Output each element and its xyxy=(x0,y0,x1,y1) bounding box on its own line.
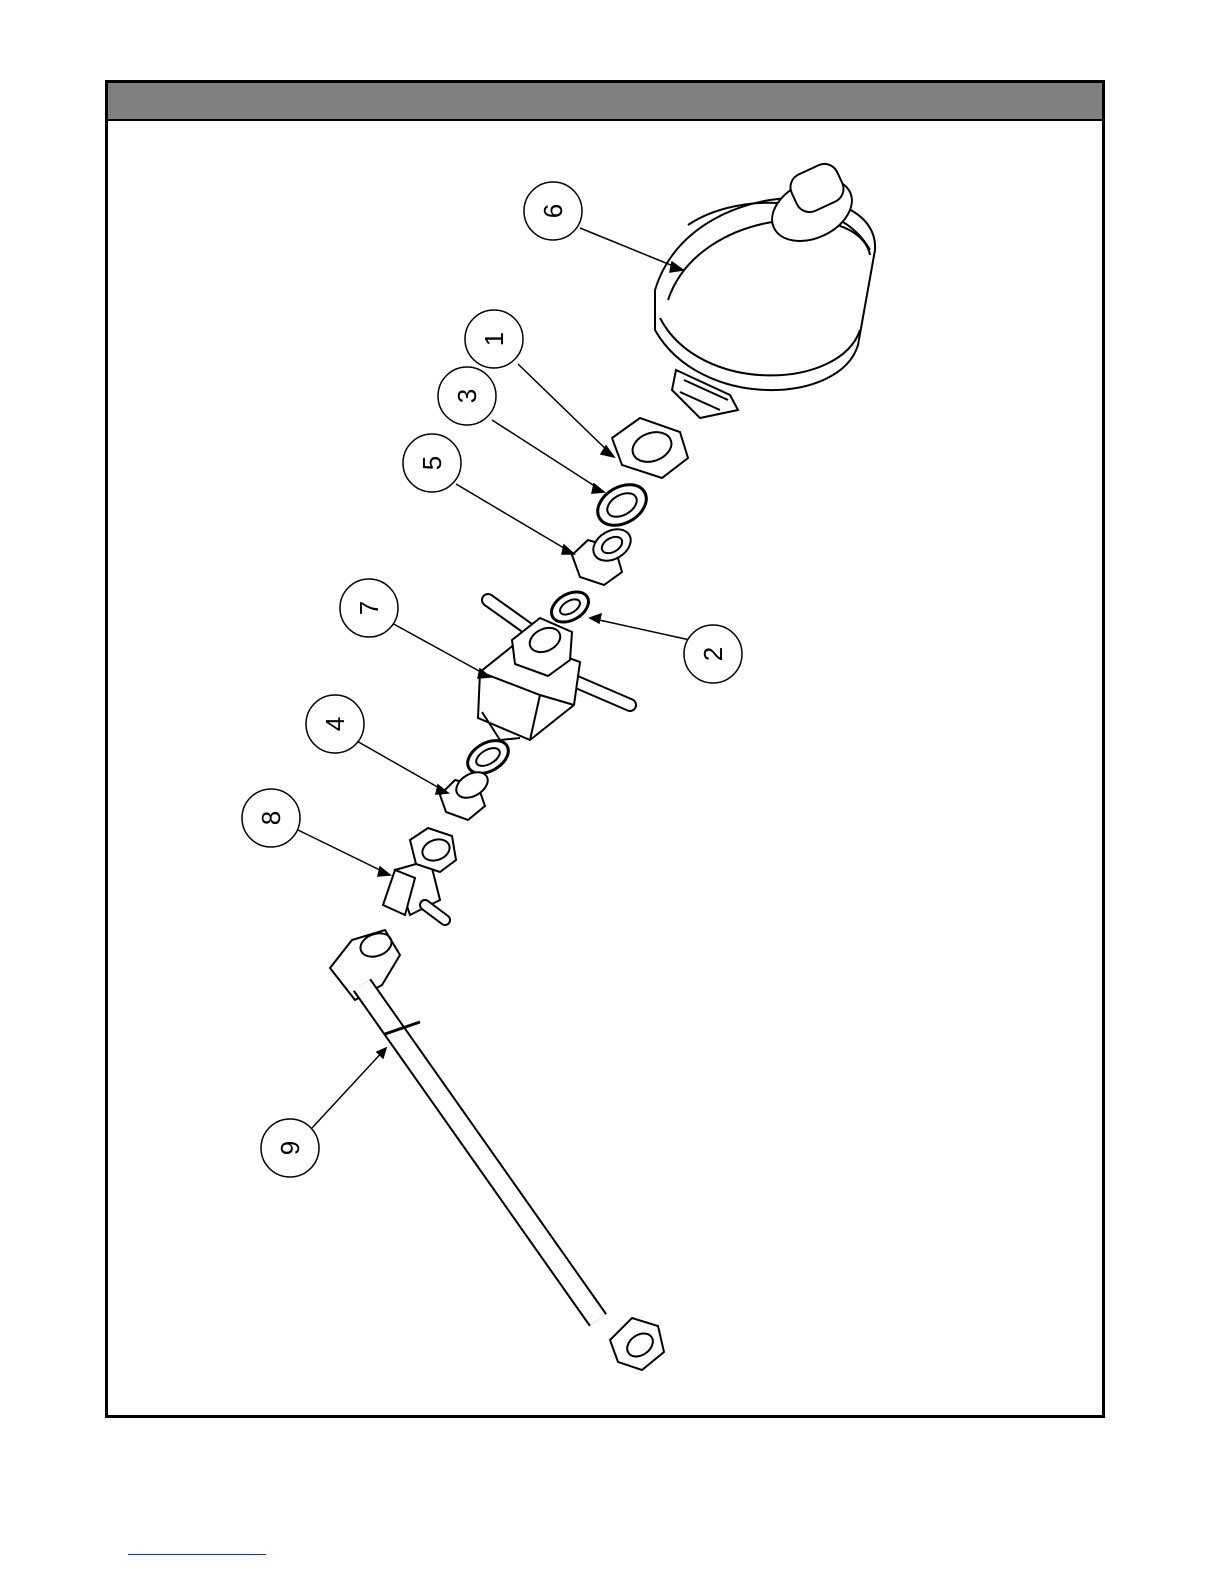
leader-9 xyxy=(312,1048,386,1128)
leader-8 xyxy=(298,830,390,875)
footer-link-underline[interactable] xyxy=(128,1554,266,1555)
leader-2 xyxy=(590,618,690,640)
callout-5-label: 5 xyxy=(417,456,447,470)
hex-adapter-fitting xyxy=(572,523,636,585)
arrow-2 xyxy=(590,614,601,623)
leader-4 xyxy=(355,740,448,793)
arrow-3 xyxy=(592,484,604,493)
leader-6 xyxy=(580,228,683,270)
callout-6-label: 6 xyxy=(538,204,568,218)
elbow-tee-fitting xyxy=(383,828,456,920)
callout-9-label: 9 xyxy=(275,1141,305,1155)
flexible-hose xyxy=(330,929,664,1370)
accumulator-tank xyxy=(655,159,875,418)
callout-7-label: 7 xyxy=(354,601,384,615)
shutoff-valve xyxy=(478,600,630,740)
hex-nipple-adapter xyxy=(440,734,514,820)
leader-5 xyxy=(456,484,574,554)
small-o-ring xyxy=(546,586,594,629)
callout-2-label: 2 xyxy=(698,647,728,661)
arrow-1 xyxy=(601,446,614,457)
arrow-5 xyxy=(562,545,574,554)
arrow-8 xyxy=(378,867,390,876)
callout-3-label: 3 xyxy=(452,389,482,403)
hex-lock-nut xyxy=(612,418,688,478)
callout-4-label: 4 xyxy=(320,717,350,731)
leader-7 xyxy=(390,622,490,677)
callout-1-label: 1 xyxy=(479,332,509,346)
leader-1 xyxy=(518,364,614,457)
callout-8-label: 8 xyxy=(256,811,286,825)
washer-seal xyxy=(590,476,653,533)
